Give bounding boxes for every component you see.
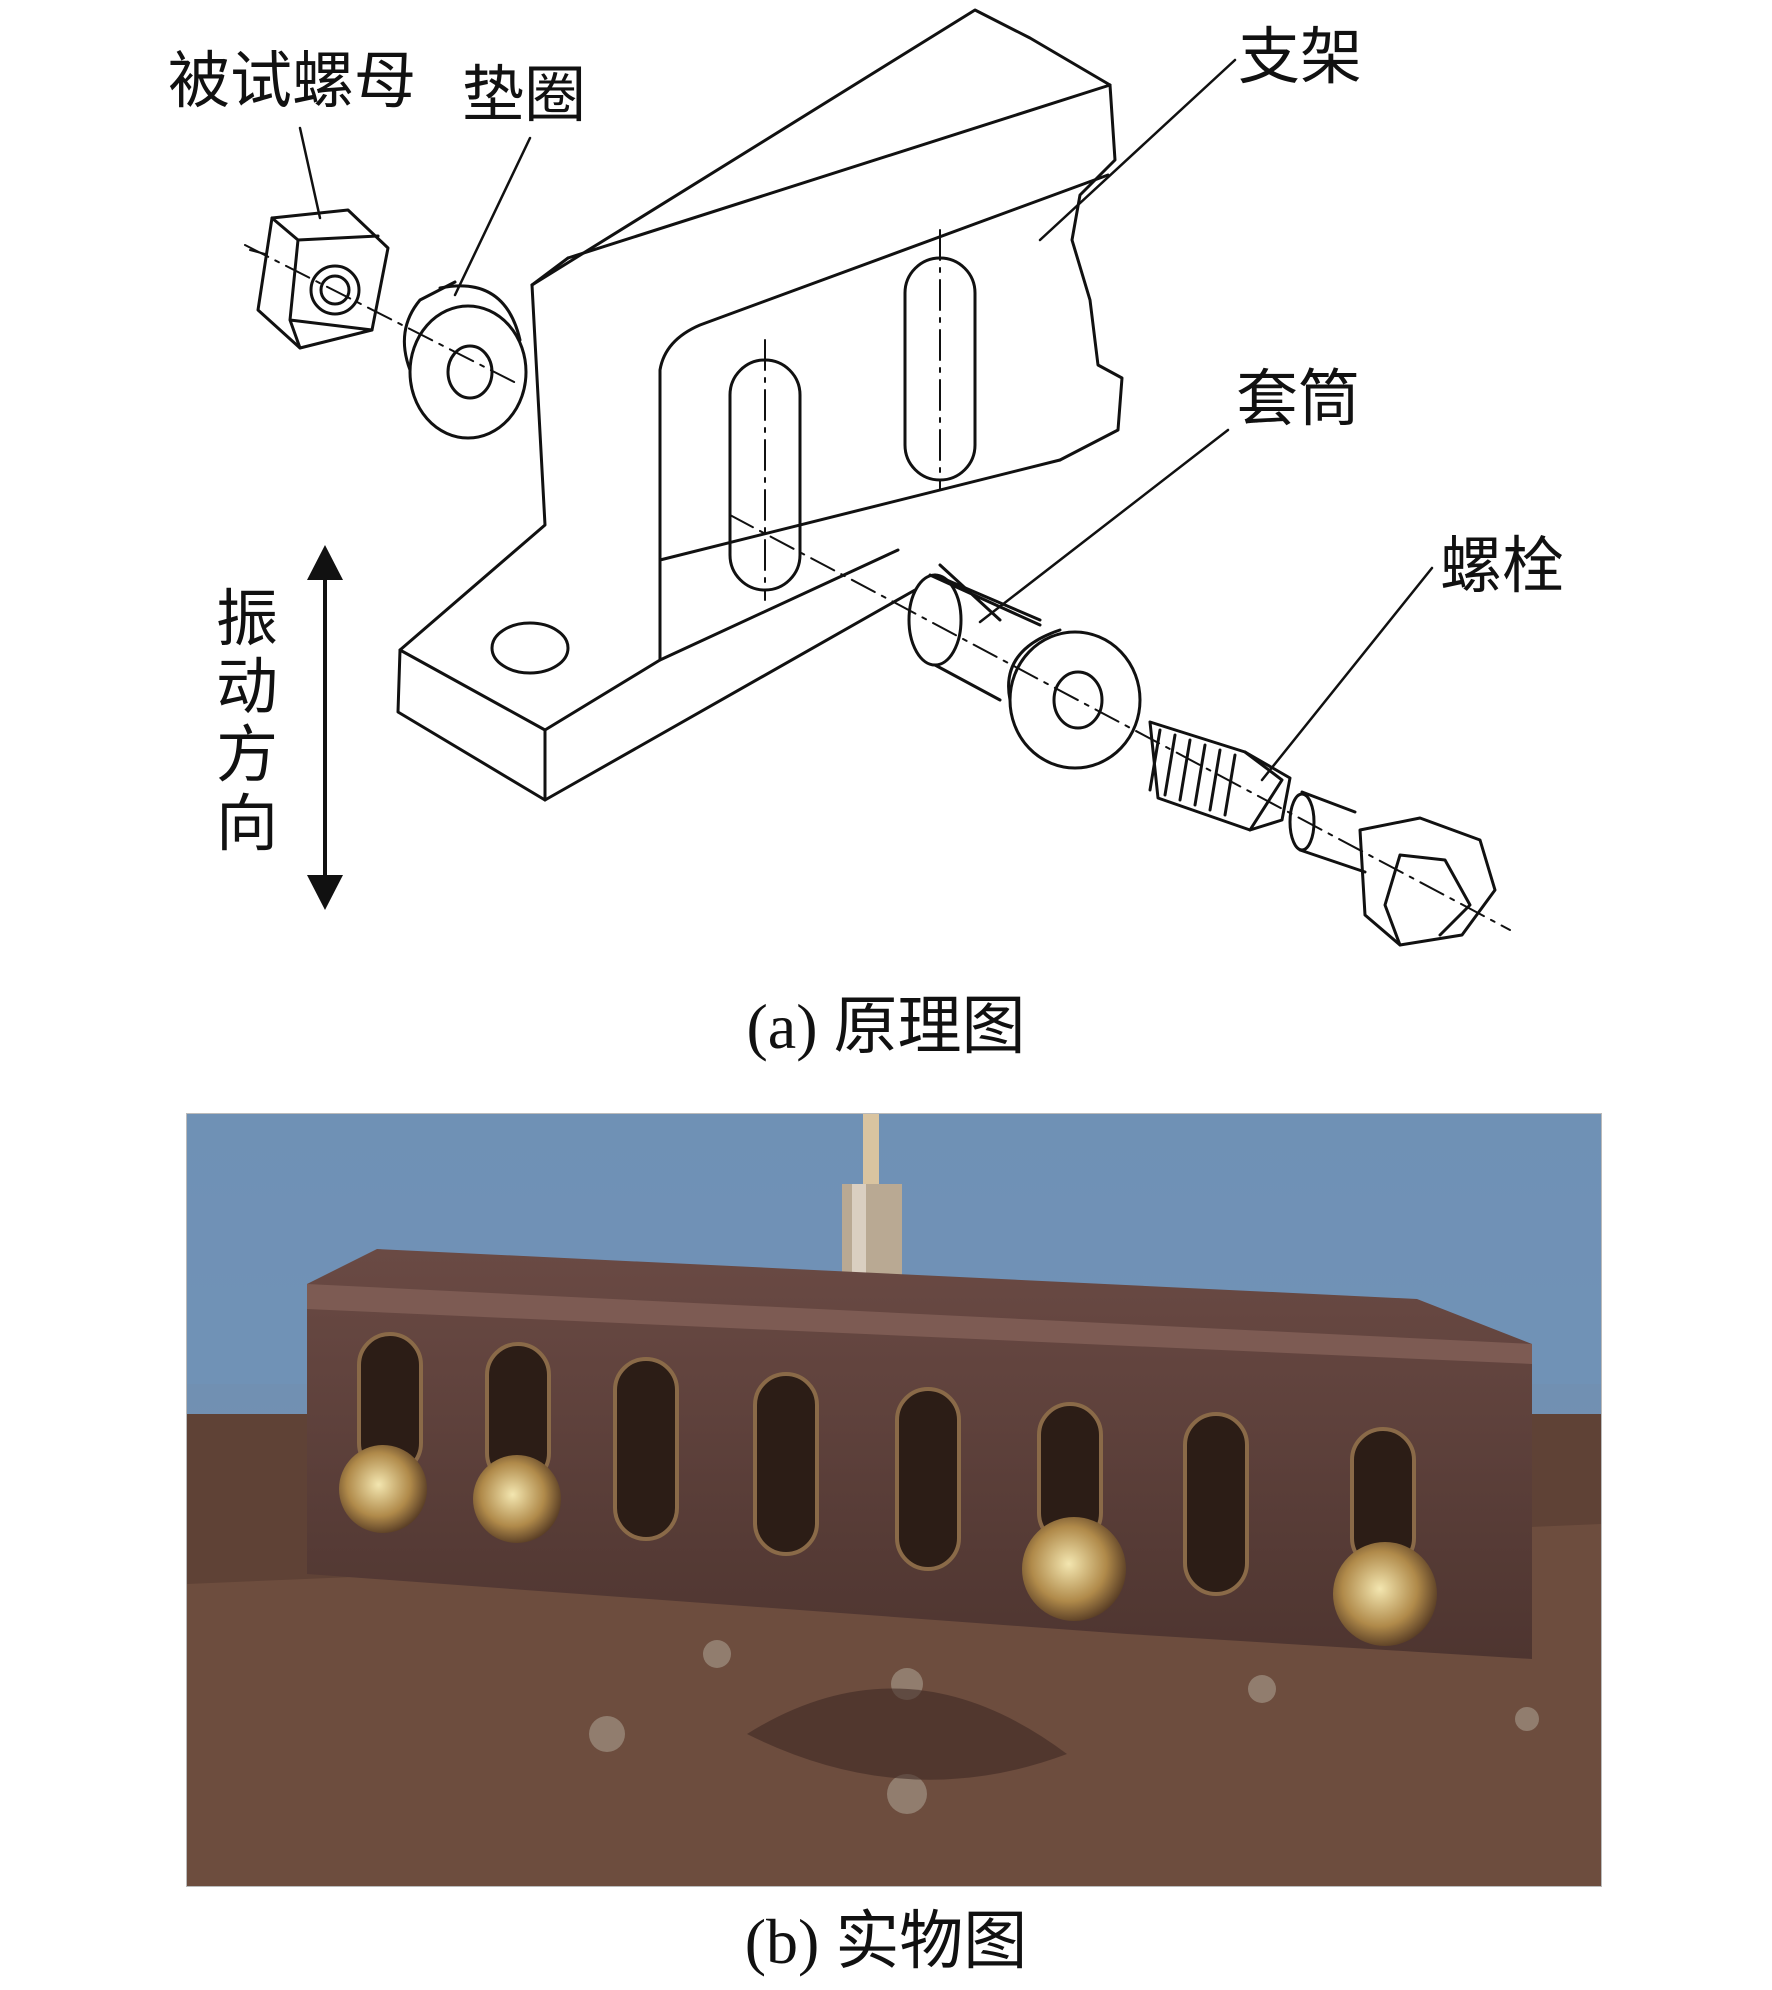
sleeve-drawing [907, 563, 1142, 770]
label-nut: 被试螺母 [168, 44, 417, 117]
photo-test-fixture [186, 1113, 1602, 1887]
assembly-center-line [244, 244, 1511, 931]
label-sleeve: 套筒 [1236, 362, 1361, 435]
caption-b: (b) 实物图 [744, 1906, 1028, 1977]
vibration-char-4: 向 [215, 786, 278, 860]
nut-drawing [249, 208, 390, 350]
bolt-drawing [1148, 720, 1497, 947]
label-bolt: 螺栓 [1440, 529, 1565, 602]
vibration-char-3: 方 [215, 718, 278, 792]
schematic-diagram [244, 8, 1511, 947]
bracket-drawing [396, 8, 1124, 802]
label-washer: 垫圈 [462, 58, 587, 131]
label-vibration-direction: 振 动 方 向 [212, 582, 282, 860]
caption-a: (a) 原理图 [746, 991, 1026, 1062]
vibration-char-1: 振 [215, 582, 278, 655]
vibration-char-2: 动 [215, 650, 278, 724]
label-bracket: 支架 [1238, 20, 1363, 93]
washer-drawing [402, 280, 528, 440]
vibration-arrow [307, 545, 343, 910]
leader-lines [298, 58, 1434, 782]
